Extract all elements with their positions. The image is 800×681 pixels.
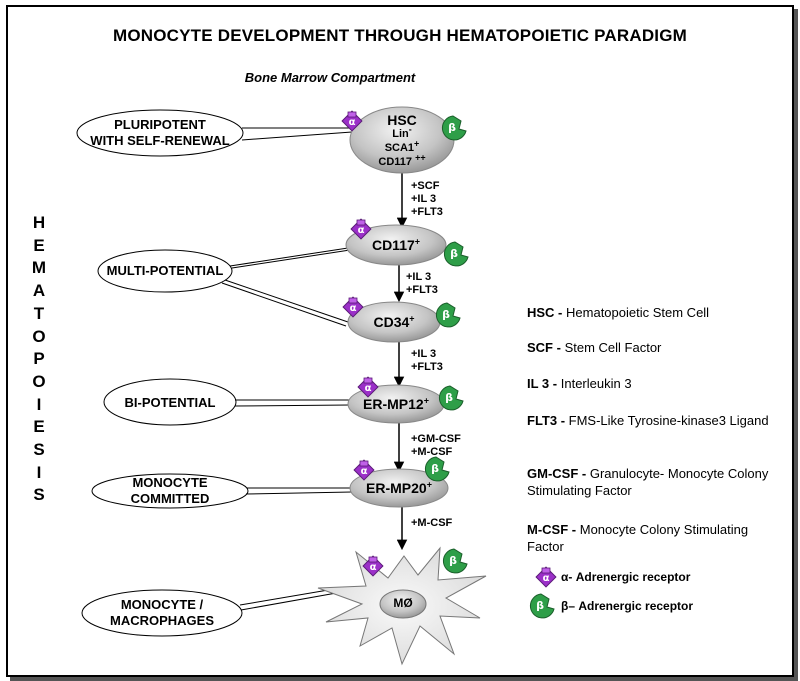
side-letter: S — [33, 485, 45, 505]
multipotential-label: MULTI-POTENTIAL — [106, 263, 224, 278]
pluripotent-line-1: PLURIPOTENT — [114, 117, 206, 132]
figure-title: MONOCYTE DEVELOPMENT THROUGH HEMATOPOIET… — [112, 26, 688, 45]
legend-hsc: HSC - Hematopoietic Stem Cell — [527, 305, 710, 320]
beta-receptor-icon: β — [443, 241, 469, 267]
svg-text:α: α — [543, 573, 550, 584]
alpha-receptor-icon: α — [350, 218, 372, 240]
side-letter: O — [32, 371, 46, 391]
factors-step-4: +GM-CSF +M-CSF — [411, 433, 461, 459]
alpha-receptor-legend-label: α- Adrenergic receptor — [561, 570, 691, 584]
alpha-receptor-icon: α — [357, 376, 379, 398]
beta-receptor-icon: β — [442, 548, 468, 574]
hematopoiesis-vertical-label: H E M A T O P O I E S I S — [28, 212, 50, 507]
legend-m-csf: M-CSF - Monocyte Colony Stimulating Fact… — [527, 522, 749, 554]
macrophages-label: MONOCYTE / MACROPHAGES — [109, 597, 214, 628]
cd117-cell — [345, 224, 447, 266]
factor-item: +FLT3 — [411, 361, 443, 373]
alpha-receptor-icon: α — [342, 296, 364, 318]
bipotential-oval — [103, 378, 351, 426]
side-letter: S — [33, 440, 45, 460]
svg-text:α: α — [350, 303, 357, 314]
side-letter: A — [32, 281, 46, 301]
macrophage-nucleus — [379, 589, 427, 619]
svg-text:β: β — [536, 599, 544, 612]
svg-text:β: β — [450, 247, 458, 260]
committed-oval — [91, 473, 353, 509]
svg-text:α: α — [358, 225, 365, 236]
beta-receptor-icon: β — [435, 302, 461, 328]
svg-text:β: β — [442, 308, 450, 321]
factor-item: +M-CSF — [411, 517, 453, 529]
pluripotent-line-2: WITH SELF-RENEWAL — [90, 133, 230, 148]
factors-step-2: +IL 3 +FLT3 — [406, 271, 438, 297]
svg-text:β: β — [449, 554, 457, 567]
factor-item: +IL 3 — [406, 271, 432, 283]
ermp20-cell — [349, 468, 449, 508]
side-letter: O — [32, 326, 46, 346]
bipotential-label: BI-POTENTIAL — [124, 395, 216, 410]
factor-item: +IL 3 — [411, 193, 437, 205]
svg-text:α: α — [365, 383, 372, 394]
svg-text:β: β — [445, 391, 453, 404]
ermp12-label: ER-MP12+ — [363, 395, 429, 412]
factor-item: +SCF — [411, 180, 440, 192]
hsc-label: HSC — [387, 112, 417, 128]
factor-item: +FLT3 — [411, 206, 443, 218]
macrophages-oval — [81, 587, 343, 637]
factor-item: +FLT3 — [406, 284, 438, 296]
factor-item: +GM-CSF — [411, 433, 461, 445]
cd34-label: CD34+ — [373, 313, 415, 330]
side-letter: I — [36, 394, 42, 414]
factors-step-3: +IL 3 +FLT3 — [411, 348, 443, 374]
beta-receptor-icon: β — [424, 456, 450, 482]
legend-gm-csf: GM-CSF - Granulocyte- Monocyte Colony St… — [527, 466, 769, 498]
beta-receptor-icon: β — [441, 115, 467, 141]
side-letter: T — [33, 303, 45, 323]
beta-receptor-legend-label: β– Adrenergic receptor — [561, 599, 694, 613]
side-letter: E — [33, 417, 45, 437]
svg-text:α: α — [361, 466, 368, 477]
side-letter: E — [33, 235, 45, 255]
compartment-label: Bone Marrow Compartment — [244, 70, 416, 85]
beta-receptor-icon: β — [438, 385, 464, 411]
factor-item: +M-CSF — [411, 446, 453, 458]
legend-scf: SCF - Stem Cell Factor — [527, 340, 662, 355]
macrophage-label: MØ — [393, 596, 413, 610]
hsc-sca1-marker: SCA1+ — [384, 138, 420, 154]
factors-step-1: +SCF +IL 3 +FLT3 — [411, 180, 443, 219]
alpha-receptor-icon: α — [341, 110, 363, 132]
committed-label: MONOCYTE COMMITTED — [130, 475, 210, 506]
legend-flt3: FLT3 - FMS-Like Tyrosine-kinase3 Ligand — [527, 413, 769, 428]
svg-text:β: β — [448, 121, 456, 134]
legend-il3: IL 3 - Interleukin 3 — [527, 376, 632, 391]
side-letter: H — [32, 213, 46, 232]
cd117-label: CD117+ — [371, 236, 421, 253]
svg-text:β: β — [431, 462, 439, 475]
alpha-receptor-icon: α — [353, 459, 375, 481]
factors-step-5: +M-CSF — [411, 517, 452, 530]
side-letter: P — [33, 349, 45, 369]
factor-item: +IL 3 — [411, 348, 437, 360]
hsc-cd117-marker: CD117 ++ — [378, 152, 426, 168]
hsc-lin-marker: Lin- — [392, 124, 412, 140]
multipotential-oval — [97, 247, 351, 327]
alpha-receptor-legend-icon: α — [535, 566, 557, 588]
beta-receptor-legend-icon: β — [529, 593, 555, 619]
side-letter: I — [36, 462, 42, 482]
alpha-receptor-icon: α — [362, 555, 384, 577]
svg-text:α: α — [370, 562, 377, 573]
ermp20-label: ER-MP20+ — [366, 479, 432, 496]
pluripotent-oval — [76, 109, 353, 157]
svg-text:α: α — [349, 117, 356, 128]
side-letter: M — [31, 258, 47, 278]
